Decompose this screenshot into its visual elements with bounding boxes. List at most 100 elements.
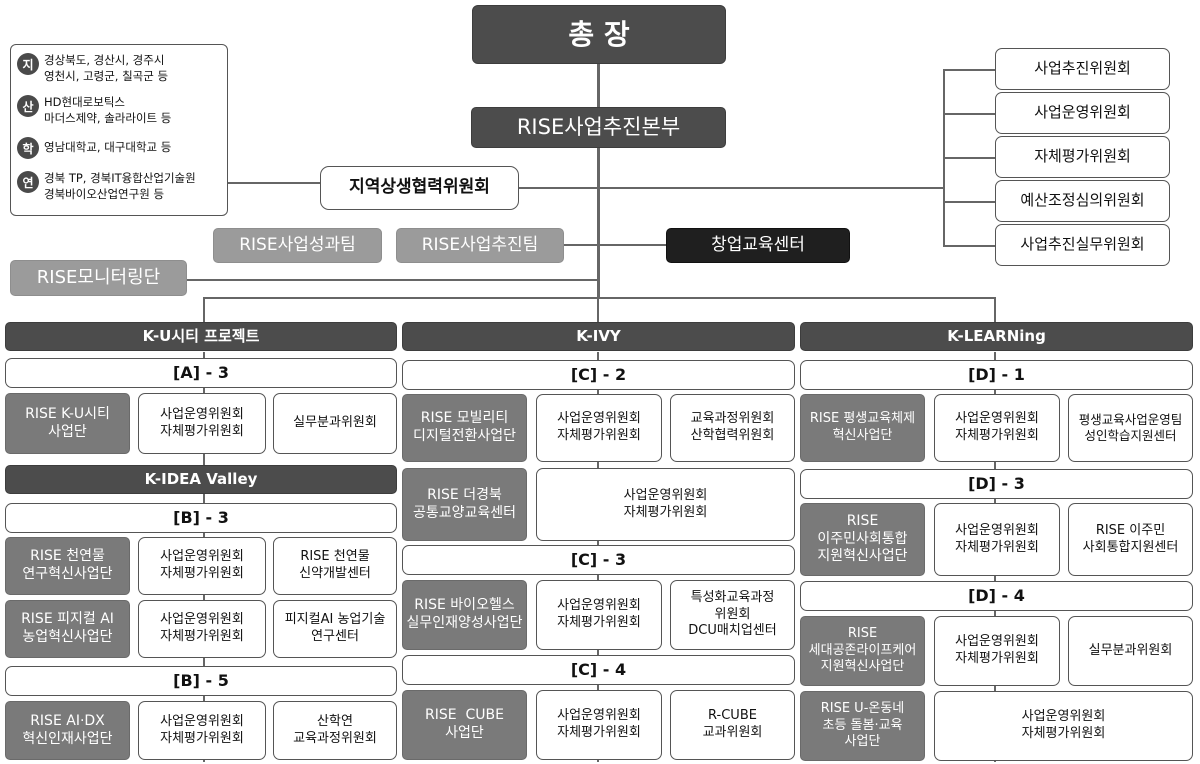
section-c2[interactable]: [C] - 2 — [402, 360, 795, 390]
committee-line: 자체평가위원회 — [160, 629, 244, 644]
section-b3[interactable]: [B] - 3 — [5, 503, 397, 533]
unit-line: RISE — [847, 626, 878, 642]
section-c4[interactable]: [C] - 4 — [402, 655, 795, 685]
regional-connector — [518, 187, 598, 189]
regional-committee-box[interactable]: 지역상생협력위원회 — [320, 166, 519, 210]
k-u-city-header[interactable]: K-U시티 프로젝트 — [5, 322, 397, 351]
committee-line: 사업운영위원회 — [557, 411, 641, 427]
performance-team-box[interactable]: RISE사업성과팀 — [213, 228, 382, 263]
promotion-team-box[interactable]: RISE사업추진팀 — [396, 228, 564, 263]
section-d3[interactable]: [D] - 3 — [800, 469, 1193, 499]
committee-label: 사업추진위원회 — [1034, 59, 1131, 78]
unit-line: 사업단 — [844, 734, 881, 750]
committee-label: 예산조정심의위원회 — [1020, 191, 1145, 210]
unit-line: RISE U-온동네 — [820, 701, 905, 717]
startup-center-box[interactable]: 창업교육센터 — [666, 228, 850, 263]
unit-line: 초등 돌봄·교육 — [822, 717, 903, 733]
extra-line: 실무분과위원회 — [293, 415, 377, 431]
committee-line: 자체평가위원회 — [557, 428, 641, 443]
committee-line: 자체평가위원회 — [1021, 726, 1106, 741]
committee-label: 사업운영위원회 — [1034, 103, 1131, 122]
hq-box[interactable]: RISE사업추진본부 — [471, 107, 726, 148]
committee-connector — [598, 187, 943, 189]
column-title: K-IVY — [576, 326, 621, 345]
extra-line: 성인학습지원센터 — [1084, 428, 1177, 443]
committee-line: 자체평가위원회 — [955, 539, 1039, 555]
committee-line: 자체평가위원회 — [955, 651, 1039, 666]
extra-line: 산학협력위원회 — [690, 428, 775, 443]
committee-tick — [943, 245, 995, 247]
committee-item[interactable]: 사업운영위원회 — [995, 92, 1170, 134]
committee-line: 사업운영위원회 — [160, 713, 244, 729]
k-idea-valley-header[interactable]: K-IDEA Valley — [5, 465, 397, 494]
section-d4[interactable]: [D] - 4 — [800, 581, 1193, 611]
hq-label: RISE사업추진본부 — [516, 115, 681, 140]
committee-item[interactable]: 자체평가위원회 — [995, 136, 1170, 178]
k-learning-header[interactable]: K-LEARNing — [800, 322, 1193, 351]
section-label: [C] - 3 — [570, 549, 627, 569]
unit-line: RISE — [846, 512, 879, 529]
extra-box[interactable]: 실무분과위원회 — [273, 393, 397, 454]
section-label: [C] - 4 — [570, 659, 627, 679]
k-ivy-header[interactable]: K-IVY — [402, 322, 795, 351]
extra-box[interactable]: 실무분과위원회 — [1068, 616, 1193, 686]
unit-line: 혁신인재사업단 — [22, 730, 113, 747]
committee-line: 자체평가위원회 — [557, 725, 641, 740]
committee-item[interactable]: 사업추진위원회 — [995, 48, 1170, 90]
unit-line: RISE 바이오헬스 — [414, 597, 515, 614]
regional-committee-label: 지역상생협력위원회 — [349, 177, 490, 198]
committee-item[interactable]: 사업추진실무위원회 — [995, 224, 1170, 266]
unit-line: 사업단 — [445, 725, 484, 741]
legend-line: HD현대로보틱스 — [44, 95, 125, 109]
legend-line: 마더스제약, 솔라라이트 등 — [44, 110, 172, 125]
extra-line: RISE 이주민 — [1095, 522, 1166, 538]
committee-line: 사업운영위원회 — [955, 522, 1039, 538]
extra-line: 피지컬AI 농업기술 — [284, 612, 386, 628]
startup-connector — [598, 244, 666, 246]
section-c3[interactable]: [C] - 3 — [402, 545, 795, 575]
committee-line: 사업운영위원회 — [623, 487, 708, 503]
committee-label: 자체평가위원회 — [1034, 147, 1131, 166]
section-b5[interactable]: [B] - 5 — [5, 666, 397, 696]
committee-item[interactable]: 예산조정심의위원회 — [995, 180, 1170, 222]
section-d1[interactable]: [D] - 1 — [800, 360, 1193, 390]
president-box[interactable]: 총 장 — [472, 5, 726, 64]
committee-line: 사업운영위원회 — [557, 708, 641, 724]
committee-line: 사업운영위원회 — [160, 549, 244, 565]
monitoring-group-box[interactable]: RISE모니터링단 — [10, 260, 187, 296]
section-a3[interactable]: [A] - 3 — [5, 358, 397, 388]
